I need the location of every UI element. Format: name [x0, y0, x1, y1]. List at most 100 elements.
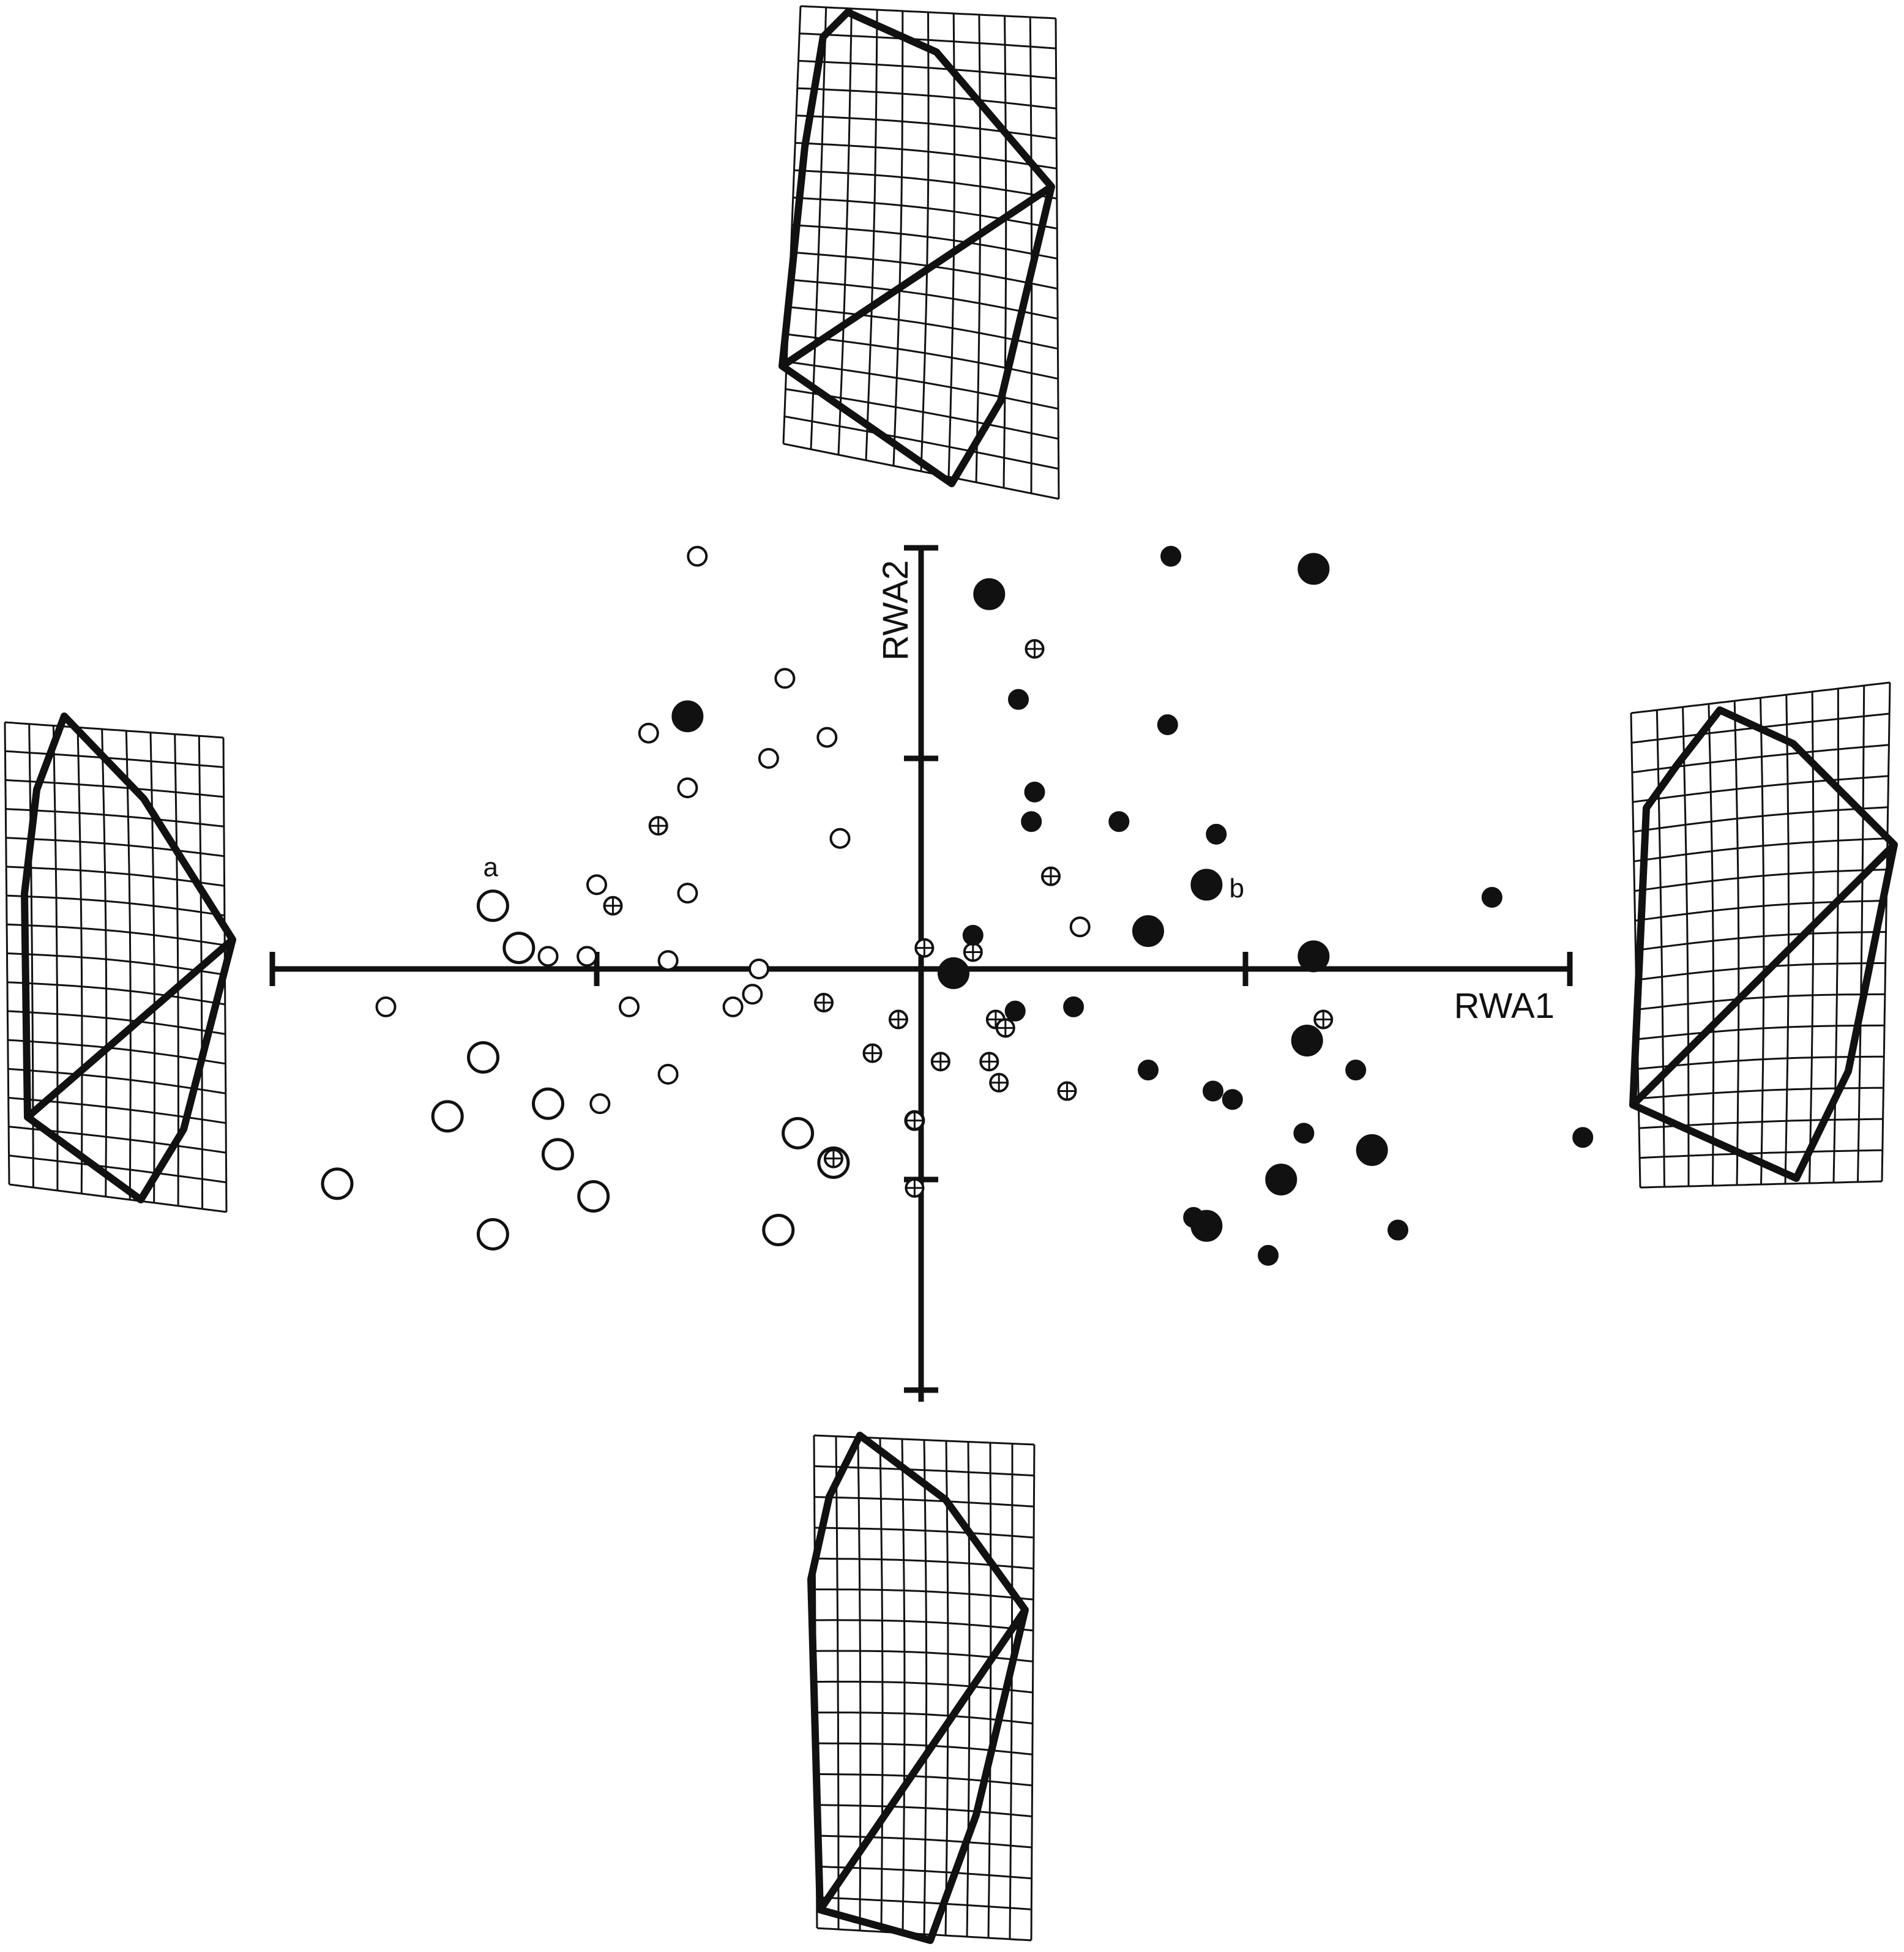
- crossed-point: [979, 1052, 999, 1072]
- filled-large-point: [1291, 1024, 1323, 1056]
- deformation-grid-bottom: [807, 1432, 1036, 1944]
- point-marker: [671, 700, 704, 733]
- filled-small-point: [1157, 714, 1178, 735]
- grid-line: [1635, 900, 1887, 922]
- grid-line: [1002, 15, 1007, 488]
- crossed-point: [905, 1110, 925, 1131]
- point-marker: [1297, 940, 1330, 973]
- open-large-point: [577, 1180, 610, 1213]
- point-annotations: ab: [483, 853, 1244, 903]
- grid-line: [1784, 694, 1790, 1184]
- crossed-point: [1025, 639, 1045, 659]
- outline-polygon: [807, 1432, 1029, 1944]
- point-marker: [532, 1087, 564, 1120]
- filled-small-point: [1021, 811, 1042, 832]
- open-small-point: [758, 748, 779, 769]
- open-small-point: [722, 996, 744, 1017]
- point-marker: [1206, 823, 1227, 845]
- deformation-grid-top: [778, 5, 1060, 500]
- crossed-point: [1313, 1009, 1334, 1030]
- grid-line: [784, 415, 1059, 470]
- crossed-point: [888, 1009, 908, 1030]
- grid-line: [52, 725, 59, 1191]
- crossed-point: [814, 993, 834, 1013]
- grid-line: [835, 1436, 840, 1929]
- grid-line: [1635, 931, 1886, 951]
- point-marker: [1203, 1080, 1223, 1102]
- crossed-point: [1041, 866, 1061, 886]
- crossed-point: [989, 1072, 1009, 1093]
- deformation-grid-right: [1629, 681, 1898, 1189]
- crossed-point: [963, 942, 983, 962]
- grid-line: [1733, 700, 1740, 1186]
- point-marker: [722, 996, 744, 1017]
- point-marker: [829, 828, 851, 849]
- point-marker: [762, 1214, 795, 1247]
- open-large-point: [476, 1217, 509, 1251]
- grid-line: [1832, 689, 1840, 1183]
- filled-large-point: [1265, 1164, 1297, 1195]
- open-small-point: [677, 777, 698, 799]
- grid-line: [1632, 775, 1889, 803]
- grid-line: [6, 837, 225, 858]
- grid-line: [837, 8, 853, 455]
- filled-large-point: [671, 700, 704, 733]
- point-marker: [1387, 1219, 1409, 1241]
- grid-line: [6, 808, 225, 828]
- open-small-point: [537, 946, 559, 967]
- filled-small-point: [1222, 1089, 1243, 1110]
- filled-small-point: [1108, 811, 1130, 832]
- point-marker: [1345, 1060, 1367, 1081]
- point-marker: [619, 996, 640, 1017]
- grid-line: [813, 1434, 1035, 1446]
- grid-line: [149, 732, 155, 1203]
- grid-line: [814, 1465, 1034, 1477]
- grid-line: [1009, 1443, 1014, 1940]
- outline-diagonal: [25, 937, 235, 1120]
- point-marker: [1160, 545, 1182, 567]
- open-small-point: [577, 946, 598, 967]
- grid-line: [1637, 1024, 1885, 1041]
- point-marker: [1190, 869, 1223, 901]
- crossed-point: [648, 816, 668, 836]
- outline-polygon: [21, 712, 236, 1203]
- open-large-point: [532, 1087, 564, 1120]
- filled-small-point: [1481, 887, 1503, 908]
- grid-line: [800, 5, 1056, 20]
- point-marker: [1265, 1164, 1297, 1195]
- filled-small-point: [1024, 782, 1045, 803]
- point-marker: [375, 996, 397, 1017]
- grid-line: [796, 114, 1057, 140]
- filled-large-point: [1190, 1210, 1223, 1242]
- point-marker: [1132, 915, 1164, 948]
- open-small-point: [829, 828, 851, 849]
- grid-line: [1638, 1086, 1884, 1100]
- crossed-point: [862, 1043, 883, 1063]
- grid-line: [815, 1557, 1034, 1569]
- open-large-point: [502, 932, 536, 965]
- filled-large-point: [938, 957, 969, 989]
- grid-line: [1630, 681, 1891, 714]
- grid-line: [786, 361, 1059, 410]
- grid-line: [1634, 869, 1887, 892]
- open-large-point: [541, 1138, 574, 1171]
- grid-line: [1633, 837, 1887, 862]
- grid-line: [920, 12, 930, 472]
- plot-axes: [269, 545, 1573, 1402]
- filled-small-point: [1004, 1000, 1026, 1022]
- open-large-point: [431, 1100, 464, 1133]
- grid-line: [1636, 962, 1886, 981]
- grid-line: [783, 443, 1059, 500]
- point-marker: [1258, 1244, 1279, 1266]
- open-small-point: [1069, 916, 1091, 938]
- point-marker: [638, 722, 659, 744]
- open-small-point: [774, 668, 796, 689]
- annotation-label: a: [483, 853, 499, 883]
- grid-line: [816, 1773, 1032, 1787]
- point-marker: [467, 1041, 499, 1074]
- grid-line: [816, 1896, 1032, 1910]
- grid-line: [7, 981, 226, 1006]
- outline-diagonal: [780, 184, 1054, 369]
- open-large-point: [762, 1214, 795, 1247]
- filled-small-point: [1160, 545, 1182, 567]
